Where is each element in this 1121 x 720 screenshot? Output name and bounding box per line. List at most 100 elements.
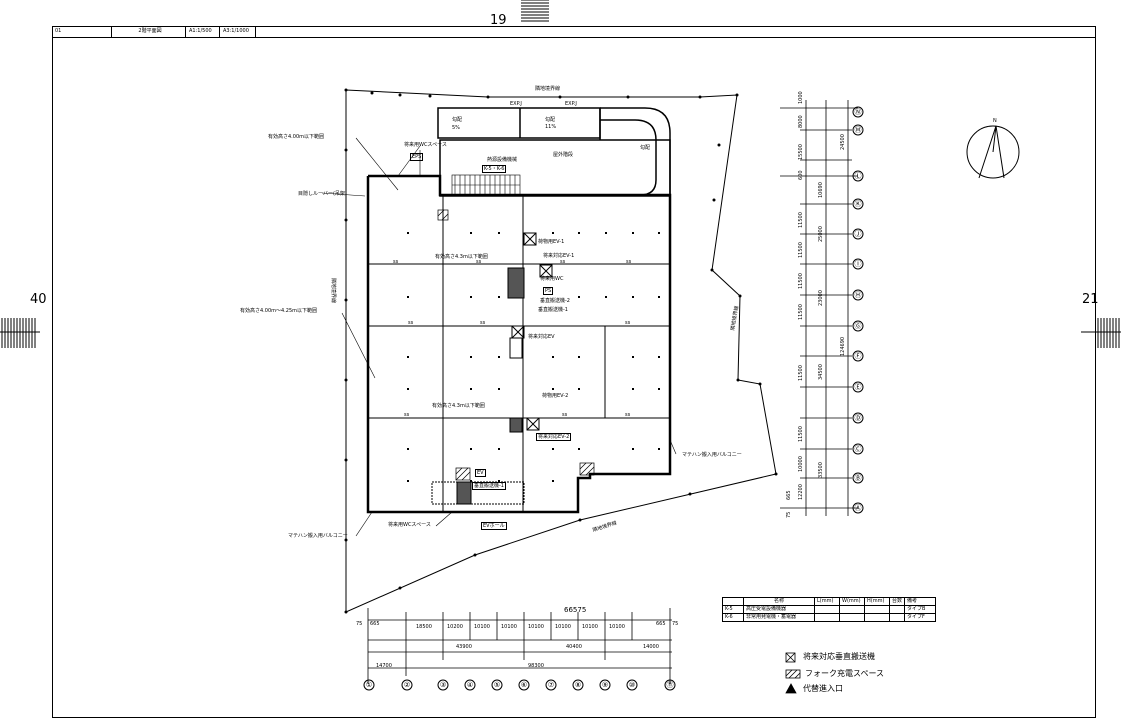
dim-group: 14000 xyxy=(643,644,659,650)
label-balcony-right: マテハン搬入用バルコニー xyxy=(682,452,742,458)
label-future-wc: 将来用WC xyxy=(540,276,564,282)
fork-charge-hatch xyxy=(437,209,595,481)
table-cell: K-6 xyxy=(722,613,744,622)
label-freight-ev-1: 荷物用EV-1 xyxy=(538,239,565,245)
label-louver: 目隠しルーバー(吊架) xyxy=(298,191,347,197)
grid-label-row: Ⓝ xyxy=(854,108,862,116)
table-cell xyxy=(888,613,906,622)
ss-mark: ss xyxy=(625,320,631,326)
ss-mark: ss xyxy=(625,412,631,418)
label-eps: EPS xyxy=(410,153,424,161)
dim-right-seg: 10000 xyxy=(798,456,804,472)
title-block: 01 2階平面図 A1:1/500 A3:1/1000 xyxy=(52,26,1096,38)
ss-mark: ss xyxy=(408,320,414,326)
table-header-cell: 名称 xyxy=(743,597,815,606)
dim-right-seg: 11500 xyxy=(798,212,804,228)
label-ev-hall: EVホール xyxy=(481,522,507,530)
label-exp-j-1: EXP.J xyxy=(510,101,522,107)
equipment-schedule-table: 名称 L(mm) W(mm) H(mm) 台数 備考 K-5 高圧受電設備機器 … xyxy=(722,597,937,622)
table-row: K-5 高圧受電設備機器 タイプB xyxy=(722,605,937,614)
dim-right-seg: 8000 xyxy=(798,115,804,128)
grid-label-col: ⑦ xyxy=(547,681,555,689)
label-lift-1: 垂直搬送機-1 xyxy=(538,307,568,313)
dim-right-seg: 11500 xyxy=(798,365,804,381)
label-ev: EV xyxy=(475,469,486,477)
label-k56: K-5・K-6 xyxy=(482,165,507,173)
dim-right-group: 23000 xyxy=(818,290,824,306)
dim-right-seg: 11500 xyxy=(798,273,804,289)
label-slope-5: 勾配 xyxy=(640,145,651,151)
dim-right-seg: 1000 xyxy=(798,91,804,104)
ss-mark: ss xyxy=(480,320,486,326)
label-lift-bottom: 垂直搬送機-1 xyxy=(472,482,506,490)
table-header-cell: 備考 xyxy=(904,597,937,606)
table-header-cell: W(mm) xyxy=(839,597,865,606)
table-cell: 高圧受電設備機器 xyxy=(743,605,815,614)
ss-mark: ss xyxy=(626,259,632,265)
label-ev-future-1: 将来対応EV-1 xyxy=(543,253,575,259)
dim-right-total: 124690 xyxy=(840,336,846,356)
ss-mark: ss xyxy=(404,412,410,418)
ss-mark: ss xyxy=(393,259,399,265)
table-cell xyxy=(864,613,890,622)
dim-bay: 10100 xyxy=(528,624,544,630)
right-dimensions xyxy=(780,100,858,516)
dim-right-seg: 11500 xyxy=(798,242,804,258)
grid-label-col: ⑩ xyxy=(628,681,636,689)
dim-right-seg: 665 xyxy=(786,490,792,500)
grid-label-row: Ⓔ xyxy=(854,383,862,391)
north-label: N xyxy=(993,118,997,124)
table-header-cell: 台数 xyxy=(888,597,906,606)
table-header-cell: L(mm) xyxy=(814,597,840,606)
left-registration-mark xyxy=(0,318,40,348)
north-arrow-icon xyxy=(966,125,1020,179)
label-site-boundary-left: 隣地境界線 xyxy=(330,278,336,304)
table-cell: タイプB xyxy=(904,605,937,614)
label-slope-3: 勾配 xyxy=(545,117,556,123)
table-cell: K-5 xyxy=(722,605,744,614)
dim-edge-left: 75 xyxy=(356,621,363,627)
top-registration-mark xyxy=(521,0,549,22)
legend-label: 将来対応垂直搬送機 xyxy=(803,652,875,661)
grid-label-col: ⑧ xyxy=(574,681,582,689)
grid-label-row: Ⓖ xyxy=(854,322,862,330)
dim-bay: 10100 xyxy=(474,624,490,630)
dim-bay: 18500 xyxy=(416,624,432,630)
table-cell xyxy=(864,605,890,614)
label-freight-ev-2: 荷物用EV-2 xyxy=(542,393,569,399)
dim-bay: 10100 xyxy=(582,624,598,630)
grid-label-row: Ⓑ xyxy=(854,474,862,482)
drawing-title: 2階平面図 xyxy=(112,26,186,37)
dim-right-seg: 15500 xyxy=(798,144,804,160)
site-boundary-vertices xyxy=(344,88,778,614)
grid-label-row: Ⓕ xyxy=(854,352,862,360)
label-height-range: 有効高さ4.00m～4.25m以下範囲 xyxy=(240,308,318,314)
ss-mark: ss xyxy=(476,259,482,265)
grid-label-row: Ⓗ xyxy=(854,291,862,299)
dim-total-bottom: 98300 xyxy=(528,663,544,669)
grid-label-row: Ⓙ xyxy=(854,230,862,238)
dim-right-seg: 12200 xyxy=(798,484,804,500)
grid-label-col: ⑥ xyxy=(520,681,528,689)
dim-edge-left2: 665 xyxy=(370,621,380,627)
table-header-cell: H(mm) xyxy=(864,597,890,606)
dim-total-top: 66575 xyxy=(564,606,587,614)
label-outdoor-stair: 屋外階段 xyxy=(553,152,574,158)
table-cell xyxy=(814,613,840,622)
label-height-43-a: 有効高さ4.3m以下範囲 xyxy=(435,254,488,260)
label-future-wc-space: 将来用WCスペース xyxy=(404,142,447,148)
grid-label-row: Ⓚ xyxy=(854,200,862,208)
dim-right-seg: 11500 xyxy=(798,426,804,442)
dim-bay: 10100 xyxy=(609,624,625,630)
bottom-dimensions xyxy=(367,608,672,684)
dim-group: 40400 xyxy=(566,644,582,650)
table-cell xyxy=(888,605,906,614)
table-cell xyxy=(839,605,865,614)
dim-bay: 10200 xyxy=(447,624,463,630)
upper-wing xyxy=(437,107,671,197)
label-wc-space-bottom: 将来用WCスペース xyxy=(388,522,431,528)
left-edge-number: 40 xyxy=(30,292,47,307)
grid-label-col: ② xyxy=(403,681,411,689)
grid-label-col: ① xyxy=(365,681,373,689)
